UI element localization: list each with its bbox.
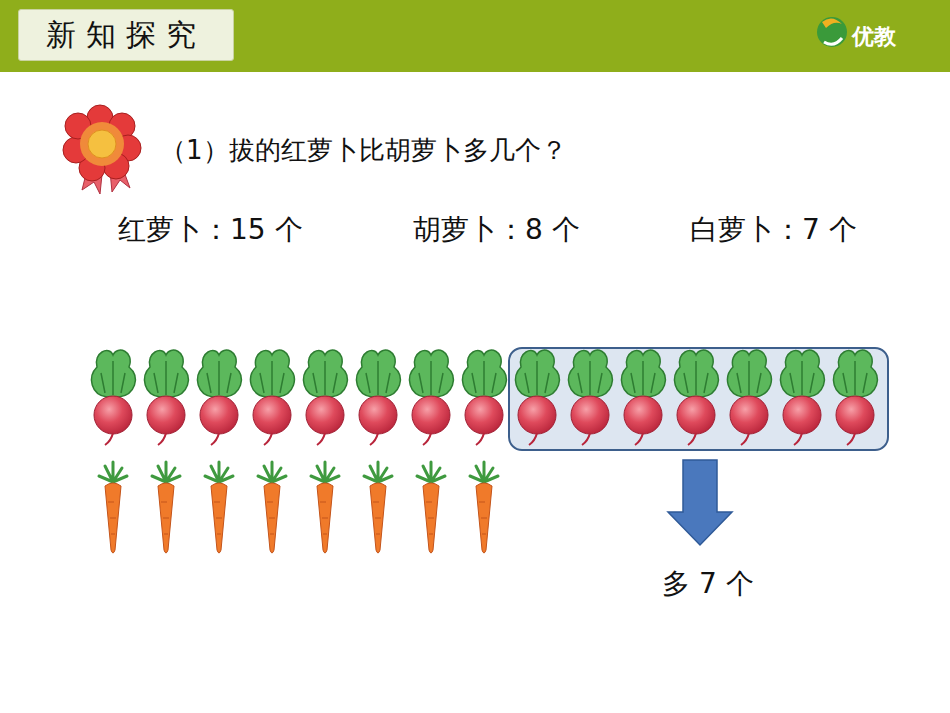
radish <box>304 350 348 445</box>
radish <box>92 350 136 445</box>
section-title: 新知探究 <box>46 15 206 56</box>
result-text: 多 7 个 <box>662 565 754 603</box>
carrot <box>364 462 392 553</box>
count-text: 胡萝卜：8 个 <box>413 211 580 249</box>
radish <box>357 350 401 445</box>
radish <box>622 350 666 445</box>
question-text: （1）拔的红萝卜比胡萝卜多几个？ <box>160 133 567 168</box>
radish <box>569 350 613 445</box>
radish <box>728 350 772 445</box>
count-text: 白萝卜：7 个 <box>690 211 857 249</box>
section-header-box: 新知探究 <box>18 9 234 61</box>
carrot <box>311 462 339 553</box>
carrot <box>99 462 127 553</box>
carrot <box>258 462 286 553</box>
radish <box>463 350 507 445</box>
header-bar <box>0 0 950 72</box>
carrot <box>470 462 498 553</box>
down-arrow <box>668 460 732 545</box>
logo-icon <box>817 17 847 47</box>
carrot-row <box>99 462 498 553</box>
radish <box>516 350 560 445</box>
radish <box>198 350 242 445</box>
radish <box>251 350 295 445</box>
carrot <box>152 462 180 553</box>
radish <box>410 350 454 445</box>
logo-text: 优教 <box>852 22 896 52</box>
carrot <box>417 462 445 553</box>
radish <box>675 350 719 445</box>
radish <box>834 350 878 445</box>
carrot <box>205 462 233 553</box>
highlight-box <box>509 348 888 450</box>
rosette-icon <box>63 105 141 194</box>
radish <box>781 350 825 445</box>
radish-row <box>92 350 878 445</box>
count-text: 红萝卜：15 个 <box>118 211 303 249</box>
radish <box>145 350 189 445</box>
